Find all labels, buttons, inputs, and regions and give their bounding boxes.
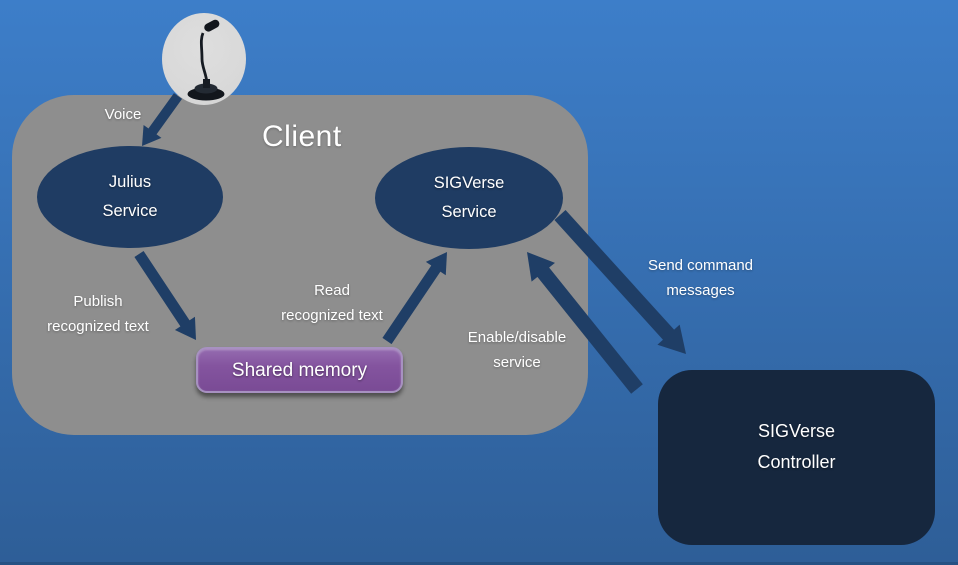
node-sigverse-service-line1: SIGVerse bbox=[433, 174, 505, 192]
node-shared-memory: Shared memory bbox=[196, 347, 403, 393]
node-sigverse-service-line2: Service bbox=[441, 203, 497, 221]
client-group-title: Client bbox=[262, 120, 342, 153]
arrow-read-recognized-text bbox=[382, 252, 447, 345]
arrow-enable-disable-service bbox=[527, 252, 643, 394]
node-julius-service: Julius Service bbox=[37, 146, 223, 248]
arrow-voice bbox=[142, 93, 183, 146]
label-publish-line2: recognized text bbox=[47, 318, 149, 335]
arrow-publish-recognized-text bbox=[134, 250, 196, 340]
label-publish-recognized-text: Publish recognized text bbox=[18, 289, 178, 339]
label-enable-line1: Enable/disable bbox=[467, 329, 567, 346]
label-enable-disable-service: Enable/disable service bbox=[437, 325, 597, 375]
label-voice: Voice bbox=[104, 106, 142, 123]
node-julius-line1: Julius bbox=[108, 173, 152, 191]
label-read-line1: Read bbox=[314, 282, 350, 299]
node-sigverse-controller-line2: Controller bbox=[757, 451, 836, 472]
node-shared-memory-label: Shared memory bbox=[231, 359, 368, 381]
node-sigverse-controller: SIGVerse Controller bbox=[658, 370, 935, 545]
label-enable-line2: service bbox=[493, 354, 541, 371]
microphone-icon bbox=[162, 13, 246, 105]
node-sigverse-service: SIGVerse Service bbox=[375, 147, 563, 249]
label-send-line2: messages bbox=[666, 282, 735, 299]
node-julius-line2: Service bbox=[102, 202, 158, 220]
label-publish-line1: Publish bbox=[73, 293, 123, 310]
label-send-command-messages: Send command messages bbox=[608, 253, 793, 303]
label-read-recognized-text: Read recognized text bbox=[252, 278, 412, 328]
label-read-line2: recognized text bbox=[281, 307, 383, 324]
label-send-line1: Send command bbox=[647, 257, 754, 274]
arrow-send-command-messages bbox=[554, 209, 686, 354]
node-sigverse-controller-line1: SIGVerse bbox=[757, 420, 836, 441]
